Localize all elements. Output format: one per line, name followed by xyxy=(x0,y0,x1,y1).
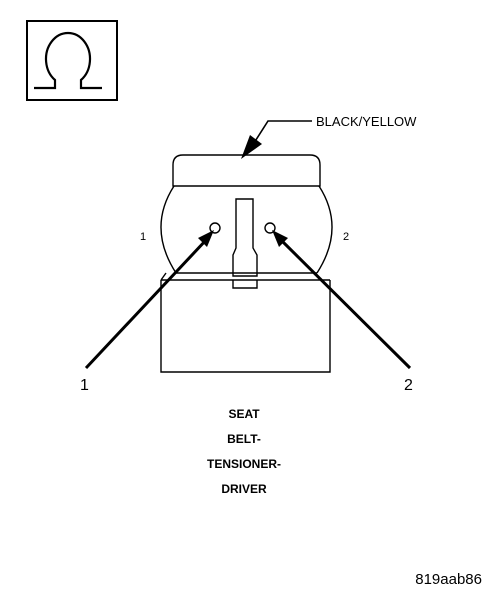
pointer-label-2: 2 xyxy=(404,377,413,394)
pin-label-1: 1 xyxy=(140,231,146,243)
wire-color-leader xyxy=(241,120,312,159)
caption-line-3: TENSIONER- xyxy=(207,457,281,471)
ohm-symbol-icon xyxy=(26,20,118,101)
caption-line-2: BELT- xyxy=(227,432,261,446)
pin-hole-1 xyxy=(209,222,221,234)
caption-line-1: SEAT xyxy=(228,407,260,421)
caption-line-4: DRIVER xyxy=(221,482,267,496)
pin-label-2: 2 xyxy=(343,231,349,243)
pointer-label-1: 1 xyxy=(80,377,89,394)
pointer-arrow-2 xyxy=(272,230,412,370)
connector-housing xyxy=(160,154,333,373)
pointer-arrow-1 xyxy=(84,230,214,370)
figure-code: 819aab86 xyxy=(415,571,482,588)
wire-color-label: BLACK/YELLOW xyxy=(316,114,417,129)
